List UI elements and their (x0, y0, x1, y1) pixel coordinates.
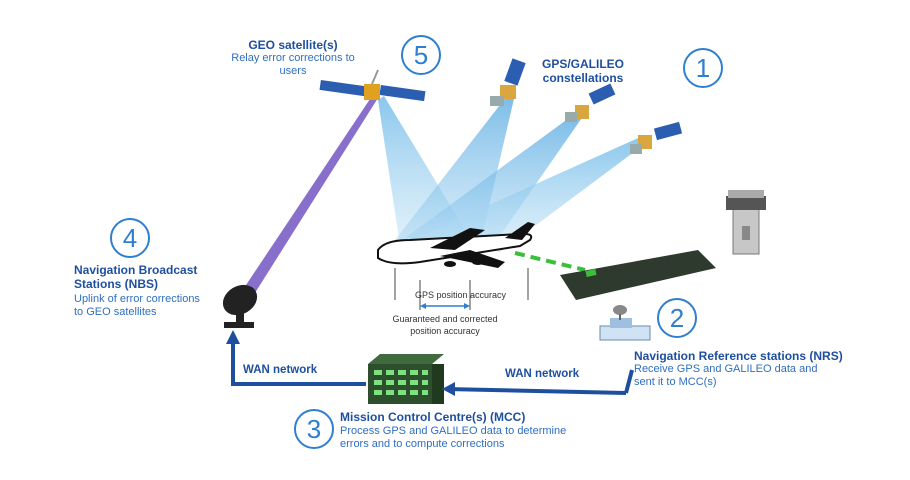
gps-galileo-title-line-1: GPS/GALILEO (541, 57, 624, 71)
gps-satellite-icon (565, 83, 616, 122)
gps-galileo-title-line-2: constellations (542, 71, 624, 85)
geo-satellite-desc-line-1: Relay error corrections to (231, 52, 355, 64)
gps-beam-3 (420, 135, 650, 252)
geo-uplink-beam (236, 96, 378, 304)
control-tower-icon (726, 190, 766, 255)
nrs-desc-line-1: Receive GPS and GALILEO data and (634, 363, 818, 375)
signal-beams (378, 90, 650, 252)
nrs-desc-line-2: sent it to MCC(s) (634, 376, 717, 388)
wan-network-label-right: WAN network (505, 368, 580, 380)
wan-network-label-left: WAN network (243, 364, 318, 376)
nrs-title: Navigation Reference stations (NRS) (634, 349, 843, 363)
gps-accuracy-label: GPS position accuracy (414, 290, 507, 300)
approach-path (514, 251, 586, 272)
step-4-badge: 4 (110, 218, 150, 258)
accuracy-indicator (394, 268, 529, 310)
mcc-title: Mission Control Centre(s) (MCC) (340, 410, 526, 424)
step-3-badge: 3 (294, 409, 334, 449)
guaranteed-accuracy-label-line-1: Guaranteed and corrected (392, 314, 498, 324)
mcc-desc-line-2: errors and to compute corrections (340, 438, 505, 450)
nbs-title-line-1: Navigation Broadcast (74, 263, 198, 277)
step-5-badge: 5 (401, 35, 441, 75)
airplane-icon (377, 222, 535, 268)
geo-satellite-icon (319, 69, 426, 102)
nbs-desc-line-2: to GEO satellites (74, 306, 157, 318)
reference-station-icon (599, 305, 651, 341)
step-1-badge: 1 (683, 48, 723, 88)
mcc-desc-line-1: Process GPS and GALILEO data to determin… (340, 425, 567, 437)
wan-network-links (226, 330, 634, 396)
gps-beam-2 (405, 110, 586, 250)
step-2-badge: 2 (657, 298, 697, 338)
mission-control-building-icon (368, 354, 444, 404)
satellite-dish-icon (222, 284, 258, 328)
nbs-desc-line-1: Uplink of error corrections (74, 293, 200, 305)
nbs-title-line-2: Stations (NBS) (74, 277, 158, 291)
gps-satellite-icon (630, 121, 683, 154)
gps-satellite-icon (490, 58, 526, 106)
geo-satellite-desc-line-2: users (279, 65, 307, 77)
runway-icon (560, 250, 716, 300)
geo-satellite-title: GEO satellite(s) (248, 38, 338, 52)
guaranteed-accuracy-label-line-2: position accuracy (410, 326, 480, 336)
